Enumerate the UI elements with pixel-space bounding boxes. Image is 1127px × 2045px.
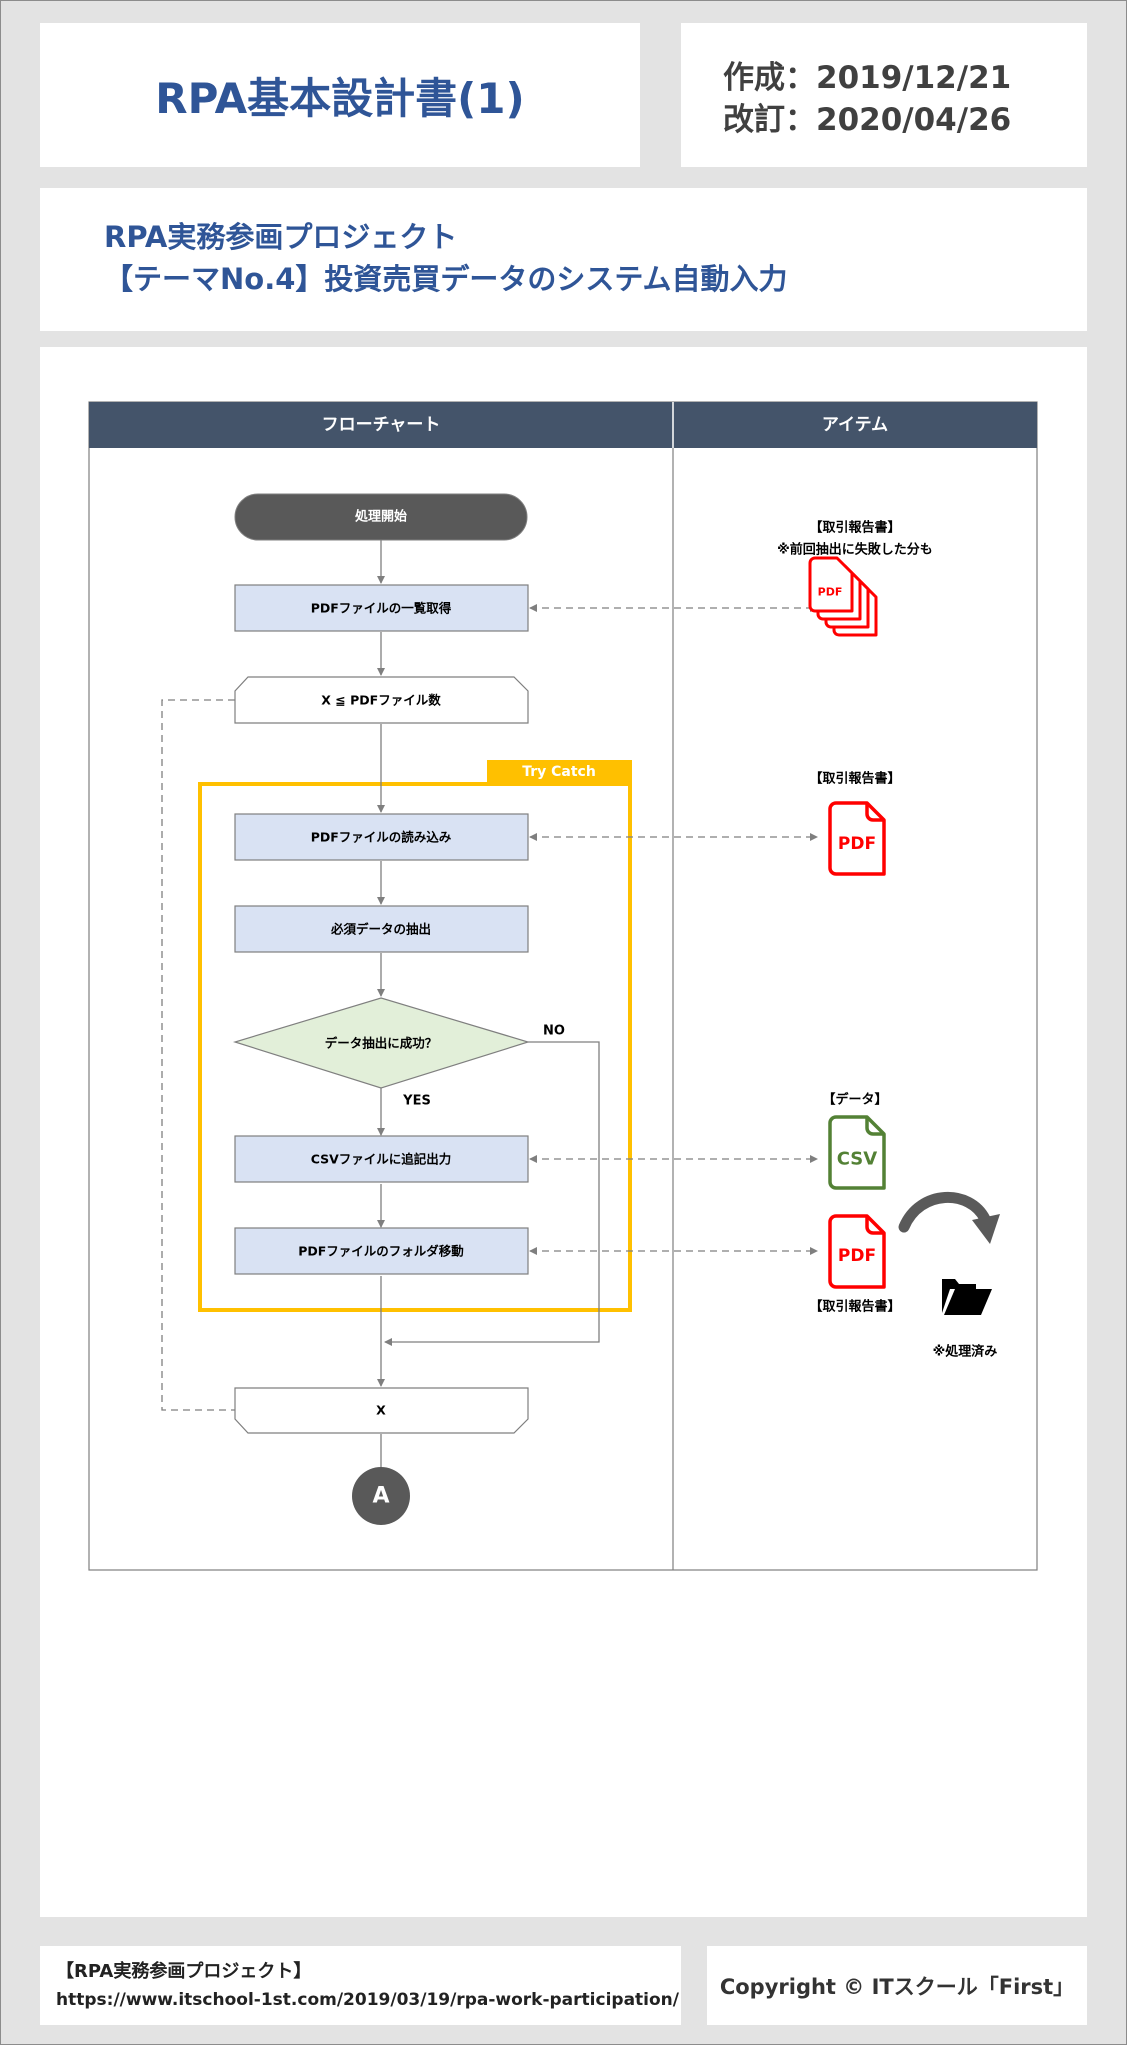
no-label: NO <box>543 1024 565 1039</box>
no-branch-line <box>384 1041 600 1346</box>
project-name: RPA実務参画プロジェクト <box>104 220 458 254</box>
project-panel: RPA実務参画プロジェクト 【テーマNo.4】投資売買データのシステム自動入力 <box>40 188 1087 331</box>
table-header <box>89 402 1037 448</box>
process-move-pdf-label: PDFファイルのフォルダ移動 <box>298 1244 464 1259</box>
try-catch-box <box>198 782 632 1312</box>
pdf-stack-text: PDF <box>818 586 843 599</box>
loop-back-line <box>161 699 235 1411</box>
process-append-csv-label: CSVファイルに追記出力 <box>311 1152 452 1167</box>
pdf-icon: PDF <box>828 801 886 876</box>
process-list-pdfs <box>234 584 529 632</box>
csv-icon: CSV <box>828 1115 886 1190</box>
start-terminator <box>234 493 528 541</box>
loop-end <box>234 1387 529 1434</box>
items-column-header: アイテム <box>822 415 888 435</box>
footer-copyright-panel: Copyright © ITスクール「First」 <box>707 1946 1087 2025</box>
table-frame <box>88 401 1038 1571</box>
flow-column-header: フローチャート <box>322 415 441 435</box>
data-label: 【データ】 <box>822 1092 887 1108</box>
diagram-panel: フローチャート アイテム Try Catch NO YES 処理開始 PDFフ <box>40 347 1087 1917</box>
copyright-text: Copyright © ITスクール「First」 <box>719 1974 1075 1999</box>
pdf-moved-icon-text: PDF <box>838 1246 876 1266</box>
footer-url: https://www.itschool-1st.com/2019/03/19/… <box>56 1990 679 2010</box>
footer-project-name: 【RPA実務参画プロジェクト】 <box>56 1961 312 1982</box>
csv-icon-text: CSV <box>837 1149 878 1170</box>
revised-date: 改訂：2020/04/26 <box>723 102 1012 138</box>
reports-label: 【取引報告書】 <box>809 520 900 536</box>
process-move-pdf <box>234 1227 529 1275</box>
created-date: 作成：2019/12/21 <box>723 60 1012 96</box>
start-label: 処理開始 <box>354 509 407 525</box>
curved-arrow-icon <box>898 1192 1000 1244</box>
yes-label: YES <box>402 1094 431 1109</box>
process-read-pdf-label: PDFファイルの読み込み <box>311 830 452 845</box>
process-append-csv <box>234 1135 529 1183</box>
reports-note: ※前回抽出に失敗した分も <box>777 542 933 558</box>
loop-start <box>234 676 529 724</box>
loop-start-label: X ≦ PDFファイル数 <box>321 693 441 708</box>
pdf-stack-icon: PDF <box>808 556 878 637</box>
decision-extract-success <box>232 997 531 1089</box>
process-list-pdfs-label: PDFファイルの一覧取得 <box>311 601 452 616</box>
pdf-icon-text: PDF <box>838 834 876 854</box>
try-catch-tab <box>487 760 632 784</box>
pdf-moved-icon: PDF <box>828 1214 886 1289</box>
flowchart-diagram: フローチャート アイテム Try Catch NO YES 処理開始 PDFフ <box>88 401 1038 1571</box>
process-extract-data <box>234 905 529 953</box>
loop-end-label: X <box>376 1403 386 1418</box>
document-title: RPA基本設計書(1) <box>155 73 525 123</box>
process-read-pdf <box>234 813 529 861</box>
decision-label: データ抽出に成功？ <box>325 1036 438 1051</box>
processed-note: ※処理済み <box>933 1344 998 1360</box>
try-catch-label: Try Catch <box>522 764 596 780</box>
report-label: 【取引報告書】 <box>809 771 900 787</box>
footer-project-panel: 【RPA実務参画プロジェクト】 https://www.itschool-1st… <box>40 1946 681 2025</box>
moved-report-label: 【取引報告書】 <box>809 1299 900 1315</box>
connector-a-label: A <box>372 1484 389 1509</box>
connector-a <box>352 1467 410 1525</box>
title-panel: RPA基本設計書(1) <box>40 23 640 167</box>
process-extract-data-label: 必須データの抽出 <box>330 922 431 937</box>
dates-panel: 作成：2019/12/21 改訂：2020/04/26 <box>681 23 1087 167</box>
project-theme: 【テーマNo.4】投資売買データのシステム自動入力 <box>104 262 788 296</box>
folder-icon <box>942 1279 992 1315</box>
